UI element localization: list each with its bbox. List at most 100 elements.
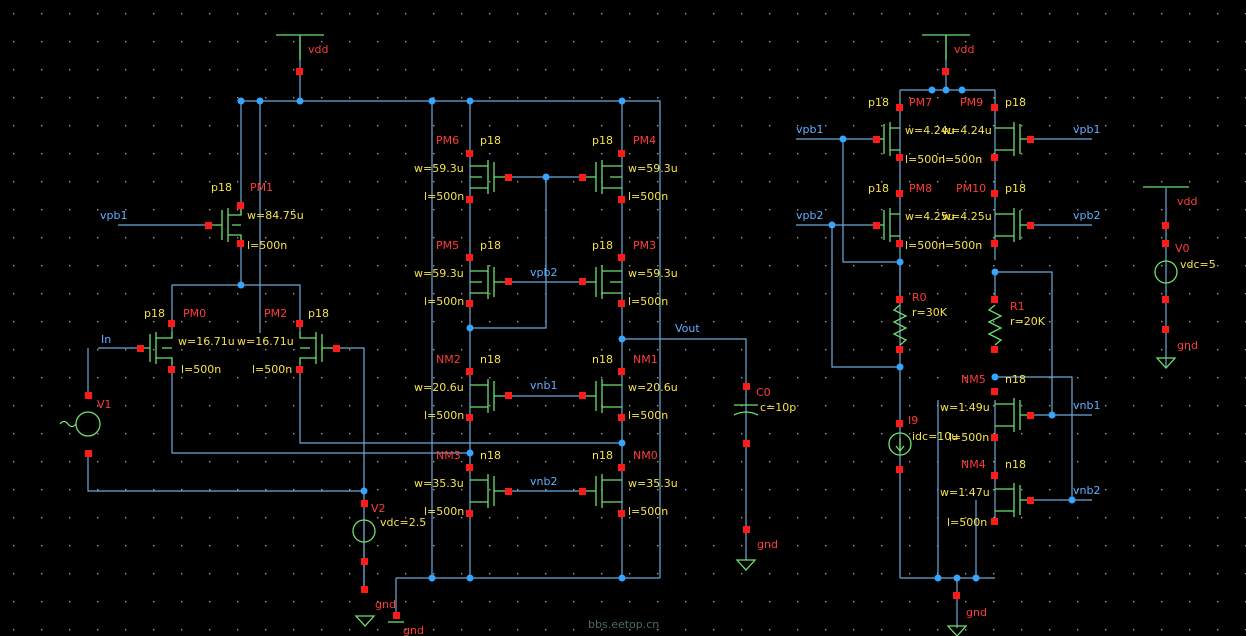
gnd-label-v0: gnd — [1177, 339, 1198, 352]
pm4-width: w=59.3u — [628, 162, 678, 175]
pm5-symbol — [470, 265, 508, 299]
pm0-width: w=16.71u — [178, 335, 235, 348]
pm6-symbol — [470, 160, 508, 194]
r0-name: R0 — [912, 291, 927, 304]
vpb1-left-label: vpb1 — [796, 123, 823, 136]
junctions — [237, 86, 1076, 582]
pm5-length: l=500n — [424, 295, 464, 308]
i9-symbol — [888, 432, 912, 456]
pm5-name: PM5 — [436, 239, 459, 252]
vnb2-right-label: vnb2 — [1073, 484, 1100, 497]
pm2-width: w=16.71u — [237, 335, 294, 348]
pm1-width: w=84.75u — [247, 209, 304, 222]
v2-symbol — [352, 519, 376, 543]
pins — [85, 68, 1169, 619]
r1-value: r=20K — [1010, 315, 1046, 328]
c0-value: c=10p — [760, 401, 796, 414]
pm1-symbol — [208, 208, 242, 242]
r0-symbol — [892, 304, 908, 346]
pm2-length: l=500n — [252, 363, 292, 376]
vpb2-right-label: vpb2 — [1073, 209, 1100, 222]
pm0-symbol — [140, 332, 173, 364]
nm0-model: n18 — [592, 449, 613, 462]
v2-vdc: vdc=2.5 — [380, 516, 426, 529]
wires — [87, 35, 1167, 628]
nm3-model: n18 — [480, 449, 501, 462]
vdd-label-v0: vdd — [1177, 195, 1197, 208]
r1-name: R1 — [1010, 300, 1025, 313]
nm2-model: n18 — [480, 353, 501, 366]
v0-symbol — [1154, 260, 1178, 284]
pm10-symbol — [995, 208, 1030, 242]
pm6-length: l=500n — [424, 190, 464, 203]
pm4-model: p18 — [592, 134, 613, 147]
pm3-symbol — [582, 265, 622, 299]
pm6-name: PM6 — [436, 134, 459, 147]
nm2-name: NM2 — [436, 353, 461, 366]
i9-name: I9 — [908, 414, 918, 427]
nm5-length: l=500n — [949, 431, 989, 444]
gnd-label-right: gnd — [966, 606, 987, 619]
pm1-model: p18 — [211, 181, 232, 194]
pm10-width: w=4.25u — [942, 210, 992, 223]
nm4-model: n18 — [1005, 458, 1026, 471]
watermark: bbs.eetop.cn — [588, 618, 659, 631]
labels: vdd vdd vdd gnd gnd gnd gnd gnd p18 PM1 … — [97, 43, 1216, 636]
gnd-label-v2: gnd — [375, 598, 396, 611]
pm9-name: PM9 — [960, 96, 983, 109]
v0-vdc: vdc=5 — [1180, 258, 1216, 271]
nm2-symbol — [470, 379, 508, 413]
pm9-model: p18 — [1005, 96, 1026, 109]
pm4-symbol — [582, 160, 622, 194]
in-label: In — [101, 333, 111, 346]
gnd-symbol-v0 — [1155, 357, 1177, 369]
gnd-label-bottom: gnd — [403, 624, 424, 636]
nm0-length: l=500n — [628, 505, 668, 518]
pm8-width: w=4.25u — [905, 210, 955, 223]
pm8-name: PM8 — [909, 182, 932, 195]
pm2-symbol — [299, 332, 336, 364]
pm2-name: PM2 — [264, 307, 287, 320]
r0-value: r=30K — [912, 306, 948, 319]
vnb2-mid-label: vnb2 — [530, 475, 557, 488]
vpb2-left-label: vpb2 — [796, 209, 823, 222]
gnd-label-c0: gnd — [757, 538, 778, 551]
pm5-width: w=59.3u — [414, 267, 464, 280]
pm5-model: p18 — [480, 239, 501, 252]
nm3-name: NM3 — [436, 449, 461, 462]
gnd-symbol-right — [946, 625, 968, 636]
pm7-name: PM7 — [909, 96, 932, 109]
pm3-length: l=500n — [628, 295, 668, 308]
vnb1-right-label: vnb1 — [1073, 399, 1100, 412]
pm1-name: PM1 — [250, 181, 273, 194]
pm9-symbol — [995, 122, 1030, 156]
vnb1-mid-label: vnb1 — [530, 379, 557, 392]
pm10-length: l=500n — [942, 239, 982, 252]
nm0-symbol — [582, 474, 622, 508]
pm7-width: w=4.24u — [905, 124, 955, 137]
vdd-label-right: vdd — [954, 43, 974, 56]
c0-name: C0 — [756, 386, 771, 399]
nm4-name: NM4 — [961, 458, 986, 471]
nm1-model: n18 — [592, 353, 613, 366]
vpb1-right-label: vpb1 — [1073, 123, 1100, 136]
pm4-name: PM4 — [633, 134, 656, 147]
pm1-length: l=500n — [247, 239, 287, 252]
vdd-symbol-left — [276, 34, 324, 60]
v2-name: V2 — [371, 502, 386, 515]
pm9-length: l=500n — [942, 153, 982, 166]
vout-label: Vout — [675, 322, 700, 335]
pm4-length: l=500n — [628, 190, 668, 203]
pm7-model: p18 — [868, 96, 889, 109]
pm6-width: w=59.3u — [414, 162, 464, 175]
pm9-width: w=4.24u — [942, 124, 992, 137]
pm3-width: w=59.3u — [628, 267, 678, 280]
nm5-model: n18 — [1005, 373, 1026, 386]
nm4-length: l=500n — [947, 516, 987, 529]
nm1-name: NM1 — [633, 353, 658, 366]
pm0-model: p18 — [144, 307, 165, 320]
pm8-model: p18 — [868, 182, 889, 195]
nm4-width: w=1.47u — [940, 486, 990, 499]
